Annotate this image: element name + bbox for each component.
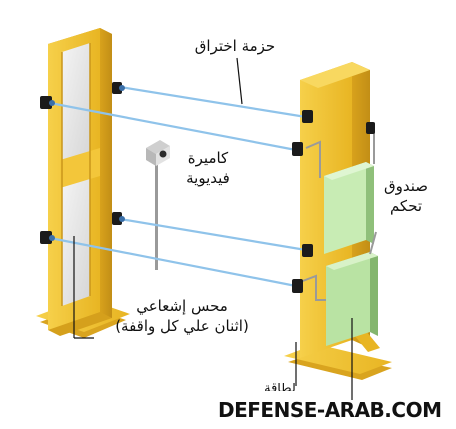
beam-upper-1 — [119, 85, 307, 119]
sensor-right-top-front — [292, 142, 303, 156]
label-intrusion-beam: حزمة اختراق — [194, 37, 276, 55]
intrusion-beams — [49, 85, 307, 288]
label-radiation-sensor-line1: محس إشعاعي — [136, 297, 228, 315]
sensor-right-top-back — [302, 110, 313, 123]
site-watermark: DEFENSE-ARAB.COM — [218, 398, 442, 422]
sensor-right-bottom-front — [292, 279, 303, 293]
beam-upper-2 — [49, 101, 297, 152]
left-post — [36, 28, 130, 338]
label-video-camera-line2: فيديوية — [186, 169, 230, 187]
beam-lower-2 — [49, 236, 297, 288]
control-box-lower — [326, 252, 378, 346]
label-video-camera: كاميرة فيديوية — [168, 148, 248, 188]
beam-lower-1 — [119, 217, 307, 252]
video-camera — [146, 140, 170, 270]
leader-lines — [73, 57, 353, 400]
label-control-box-line2: تحكم — [389, 197, 423, 215]
leader-beam — [236, 57, 243, 105]
sensor-left-top-back — [112, 82, 122, 94]
sensor-right-side-top — [366, 122, 375, 134]
label-control-box: صندوق تحكم — [366, 176, 446, 216]
sensor-left-bottom-back — [112, 212, 122, 225]
sensors — [40, 82, 375, 293]
sensor-left-bottom-front — [40, 231, 52, 244]
label-radiation-sensor-line2: (اثنان علي كل واقفة) — [115, 317, 249, 335]
label-control-box-line1: صندوق — [383, 177, 429, 195]
sensor-left-top-front — [40, 96, 52, 109]
control-box-upper — [324, 162, 374, 254]
label-power-partial: لطاقة — [264, 383, 296, 391]
sensor-right-bottom-back — [302, 244, 313, 257]
label-video-camera-line1: كاميرة — [187, 149, 229, 167]
label-radiation-sensor: محس إشعاعي (اثنان علي كل واقفة) — [92, 296, 272, 336]
